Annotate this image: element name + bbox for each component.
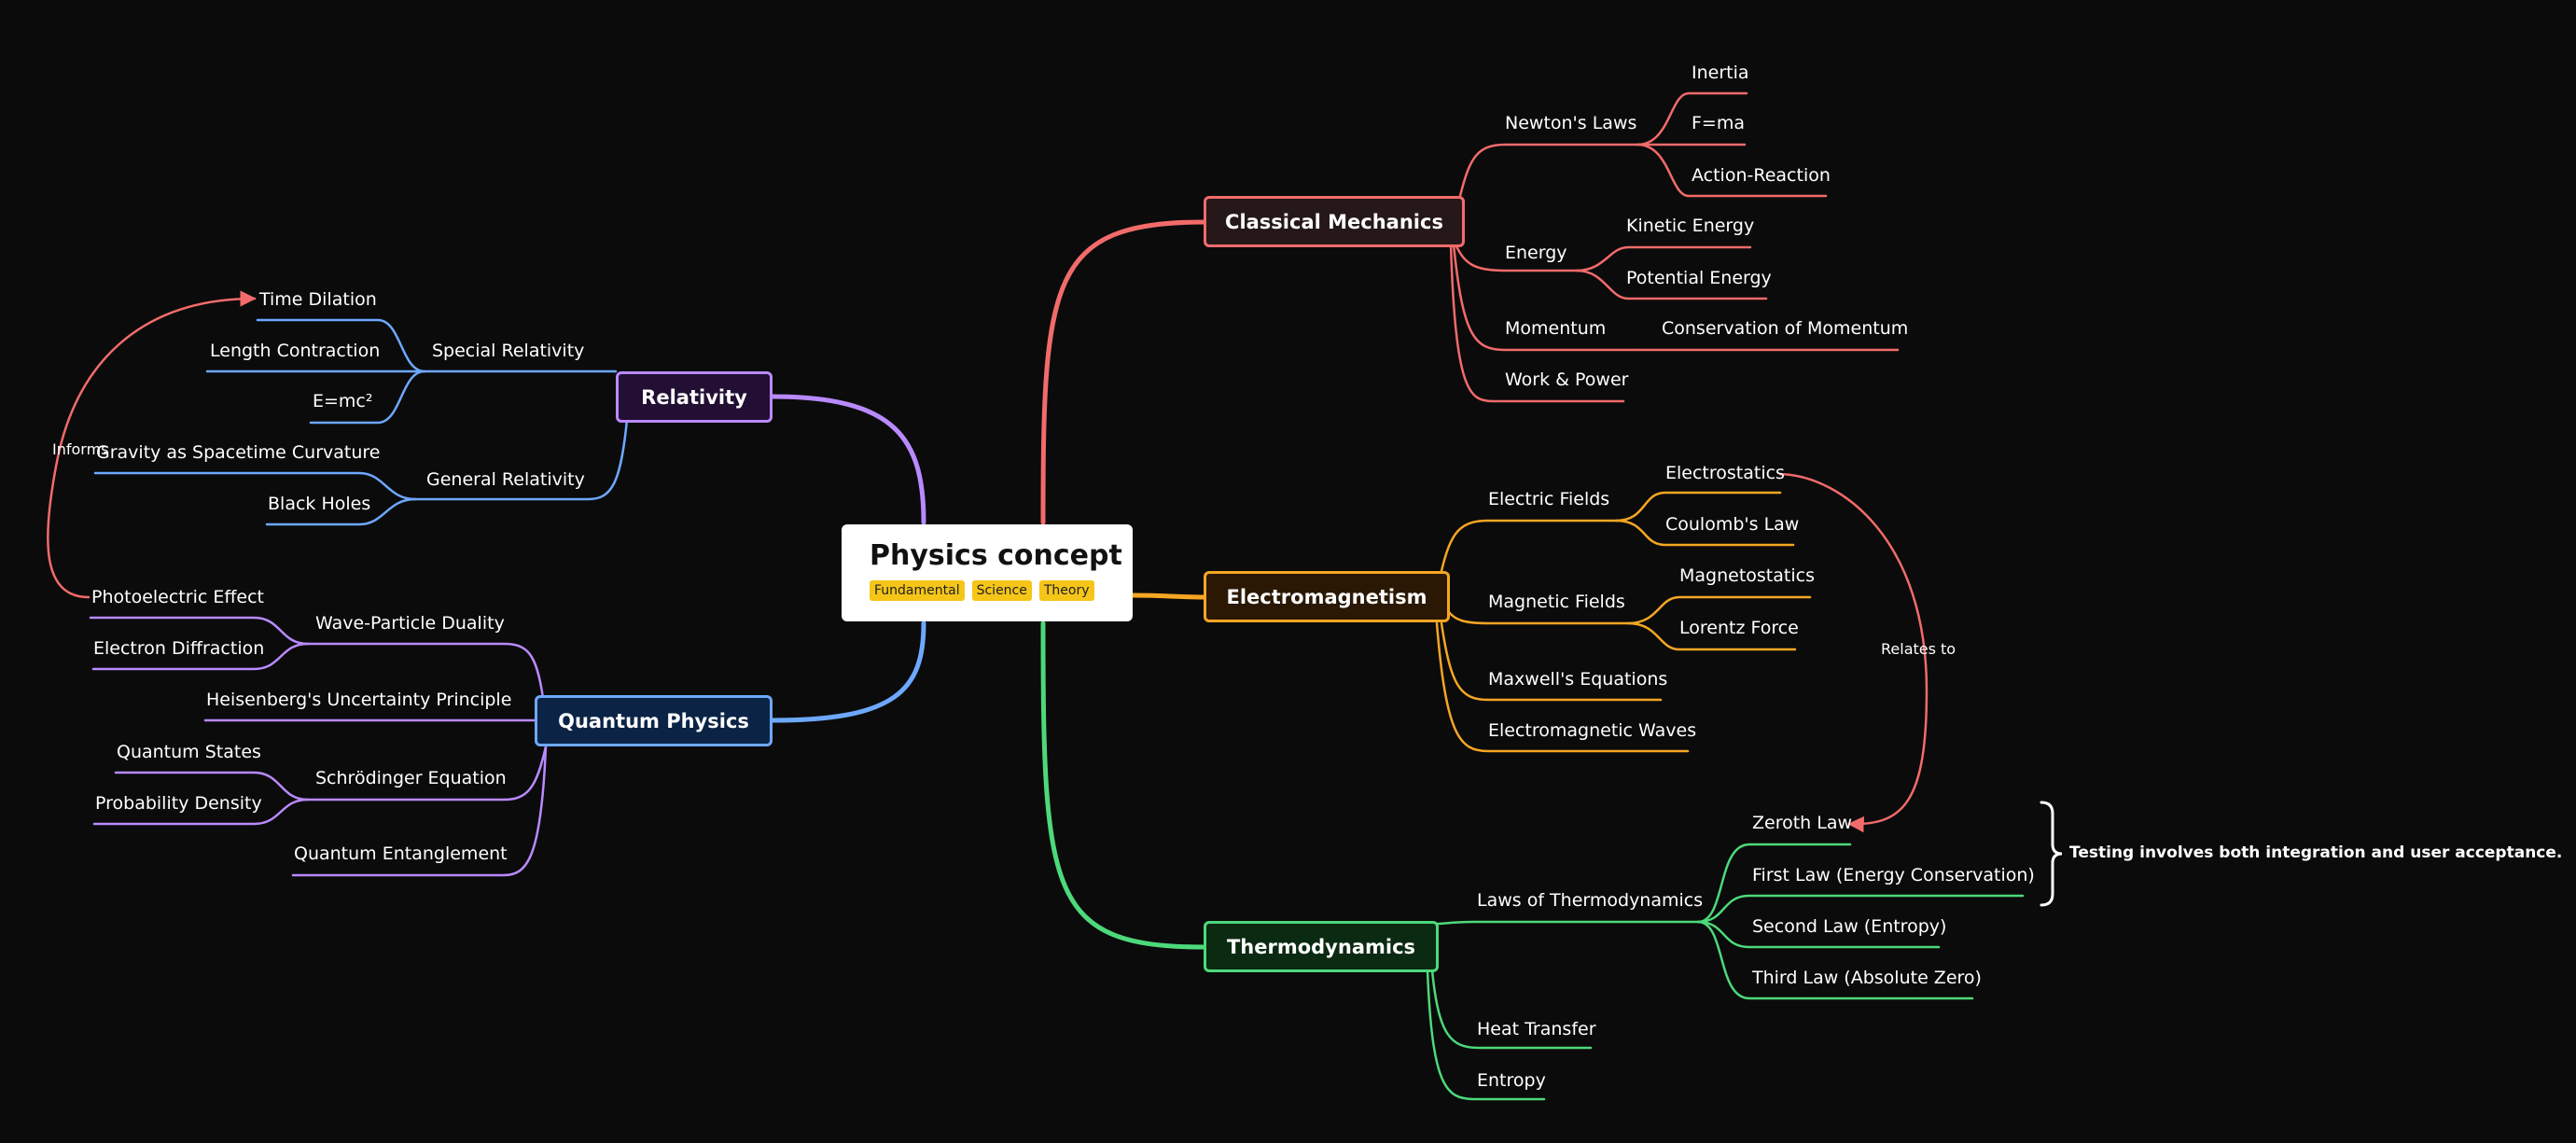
- topic-laws-of-thermodynamics[interactable]: Laws of Thermodynamics: [1477, 890, 1704, 911]
- topic-schrodinger-equation[interactable]: Schrödinger Equation: [315, 768, 507, 788]
- topic-f-ma[interactable]: F=ma: [1692, 113, 1745, 133]
- root-tag-list: Fundamental Science Theory: [870, 580, 1133, 601]
- node-quantum-physics[interactable]: Quantum Physics: [535, 695, 773, 746]
- topic-quantum-states[interactable]: Quantum States: [117, 742, 261, 762]
- topic-electromagnetic-waves[interactable]: Electromagnetic Waves: [1488, 720, 1697, 741]
- topic-gravity-spacetime-curvature[interactable]: Gravity as Spacetime Curvature: [96, 442, 381, 463]
- topic-first-law[interactable]: First Law (Energy Conservation): [1752, 865, 2035, 885]
- topic-zeroth-law[interactable]: Zeroth Law: [1752, 813, 1853, 833]
- topic-probability-density[interactable]: Probability Density: [95, 793, 262, 814]
- topic-kinetic-energy[interactable]: Kinetic Energy: [1626, 216, 1755, 236]
- topic-e-mc2[interactable]: E=mc²: [313, 391, 373, 411]
- node-thermodynamics[interactable]: Thermodynamics: [1204, 921, 1439, 972]
- topic-lorentz-force[interactable]: Lorentz Force: [1679, 618, 1799, 638]
- topic-action-reaction[interactable]: Action-Reaction: [1692, 165, 1831, 186]
- node-electromagnetism[interactable]: Electromagnetism: [1204, 571, 1450, 622]
- topic-work-power[interactable]: Work & Power: [1505, 369, 1629, 390]
- node-classical-mechanics[interactable]: Classical Mechanics: [1204, 196, 1465, 247]
- relation-informs: [47, 290, 257, 599]
- topic-energy[interactable]: Energy: [1505, 243, 1567, 263]
- node-label: Classical Mechanics: [1225, 210, 1443, 233]
- topic-uncertainty-principle[interactable]: Heisenberg's Uncertainty Principle: [206, 690, 512, 710]
- summary-bracket: [2040, 801, 2063, 907]
- node-label: Relativity: [641, 385, 747, 409]
- relation-relates-to: [1778, 472, 1929, 833]
- tag-chip: Science: [971, 580, 1032, 601]
- node-label: Thermodynamics: [1226, 935, 1416, 958]
- link-root-thermo: [1040, 620, 1206, 950]
- topic-special-relativity[interactable]: Special Relativity: [432, 341, 585, 361]
- node-label: Quantum Physics: [558, 709, 749, 732]
- topic-wave-particle-duality[interactable]: Wave-Particle Duality: [315, 613, 505, 634]
- topic-general-relativity[interactable]: General Relativity: [426, 469, 585, 490]
- node-label: Electromagnetism: [1226, 585, 1427, 608]
- root-node[interactable]: Physics concept Fundamental Science Theo…: [842, 524, 1133, 621]
- topic-electric-fields[interactable]: Electric Fields: [1488, 489, 1610, 509]
- tag-chip: Fundamental: [870, 580, 965, 601]
- link-root-relativity: [770, 394, 926, 525]
- topic-quantum-entanglement[interactable]: Quantum Entanglement: [294, 843, 508, 864]
- summary-note[interactable]: Testing involves both integration and us…: [2069, 843, 2563, 862]
- topic-newtons-laws[interactable]: Newton's Laws: [1505, 113, 1637, 133]
- topic-entropy[interactable]: Entropy: [1477, 1070, 1546, 1091]
- topic-photoelectric-effect[interactable]: Photoelectric Effect: [91, 587, 265, 607]
- topic-potential-energy[interactable]: Potential Energy: [1626, 268, 1772, 288]
- topic-time-dilation[interactable]: Time Dilation: [259, 289, 377, 310]
- topic-maxwells-equations[interactable]: Maxwell's Equations: [1488, 669, 1668, 690]
- topic-conservation-of-momentum[interactable]: Conservation of Momentum: [1662, 318, 1909, 339]
- link-root-electro: [1130, 592, 1206, 600]
- topic-length-contraction[interactable]: Length Contraction: [210, 341, 381, 361]
- topic-coulombs-law[interactable]: Coulomb's Law: [1665, 514, 1800, 535]
- relation-label-relates-to: Relates to: [1881, 640, 1956, 658]
- topic-momentum[interactable]: Momentum: [1505, 318, 1607, 339]
- topic-electron-diffraction[interactable]: Electron Diffraction: [93, 638, 265, 659]
- topic-magnetic-fields[interactable]: Magnetic Fields: [1488, 592, 1625, 612]
- topic-heat-transfer[interactable]: Heat Transfer: [1477, 1019, 1596, 1039]
- link-root-quantum: [770, 620, 926, 723]
- topic-electrostatics[interactable]: Electrostatics: [1665, 463, 1785, 483]
- link-root-classical: [1040, 219, 1206, 525]
- topic-magnetostatics[interactable]: Magnetostatics: [1679, 565, 1815, 586]
- topic-third-law[interactable]: Third Law (Absolute Zero): [1752, 968, 1982, 988]
- node-relativity[interactable]: Relativity: [616, 371, 773, 423]
- tag-chip: Theory: [1038, 580, 1094, 601]
- root-title: Physics concept: [870, 539, 1122, 572]
- topic-inertia[interactable]: Inertia: [1692, 63, 1749, 83]
- topic-second-law[interactable]: Second Law (Entropy): [1752, 916, 1947, 937]
- topic-black-holes[interactable]: Black Holes: [268, 494, 371, 514]
- relation-label-informs: Informs: [52, 440, 109, 458]
